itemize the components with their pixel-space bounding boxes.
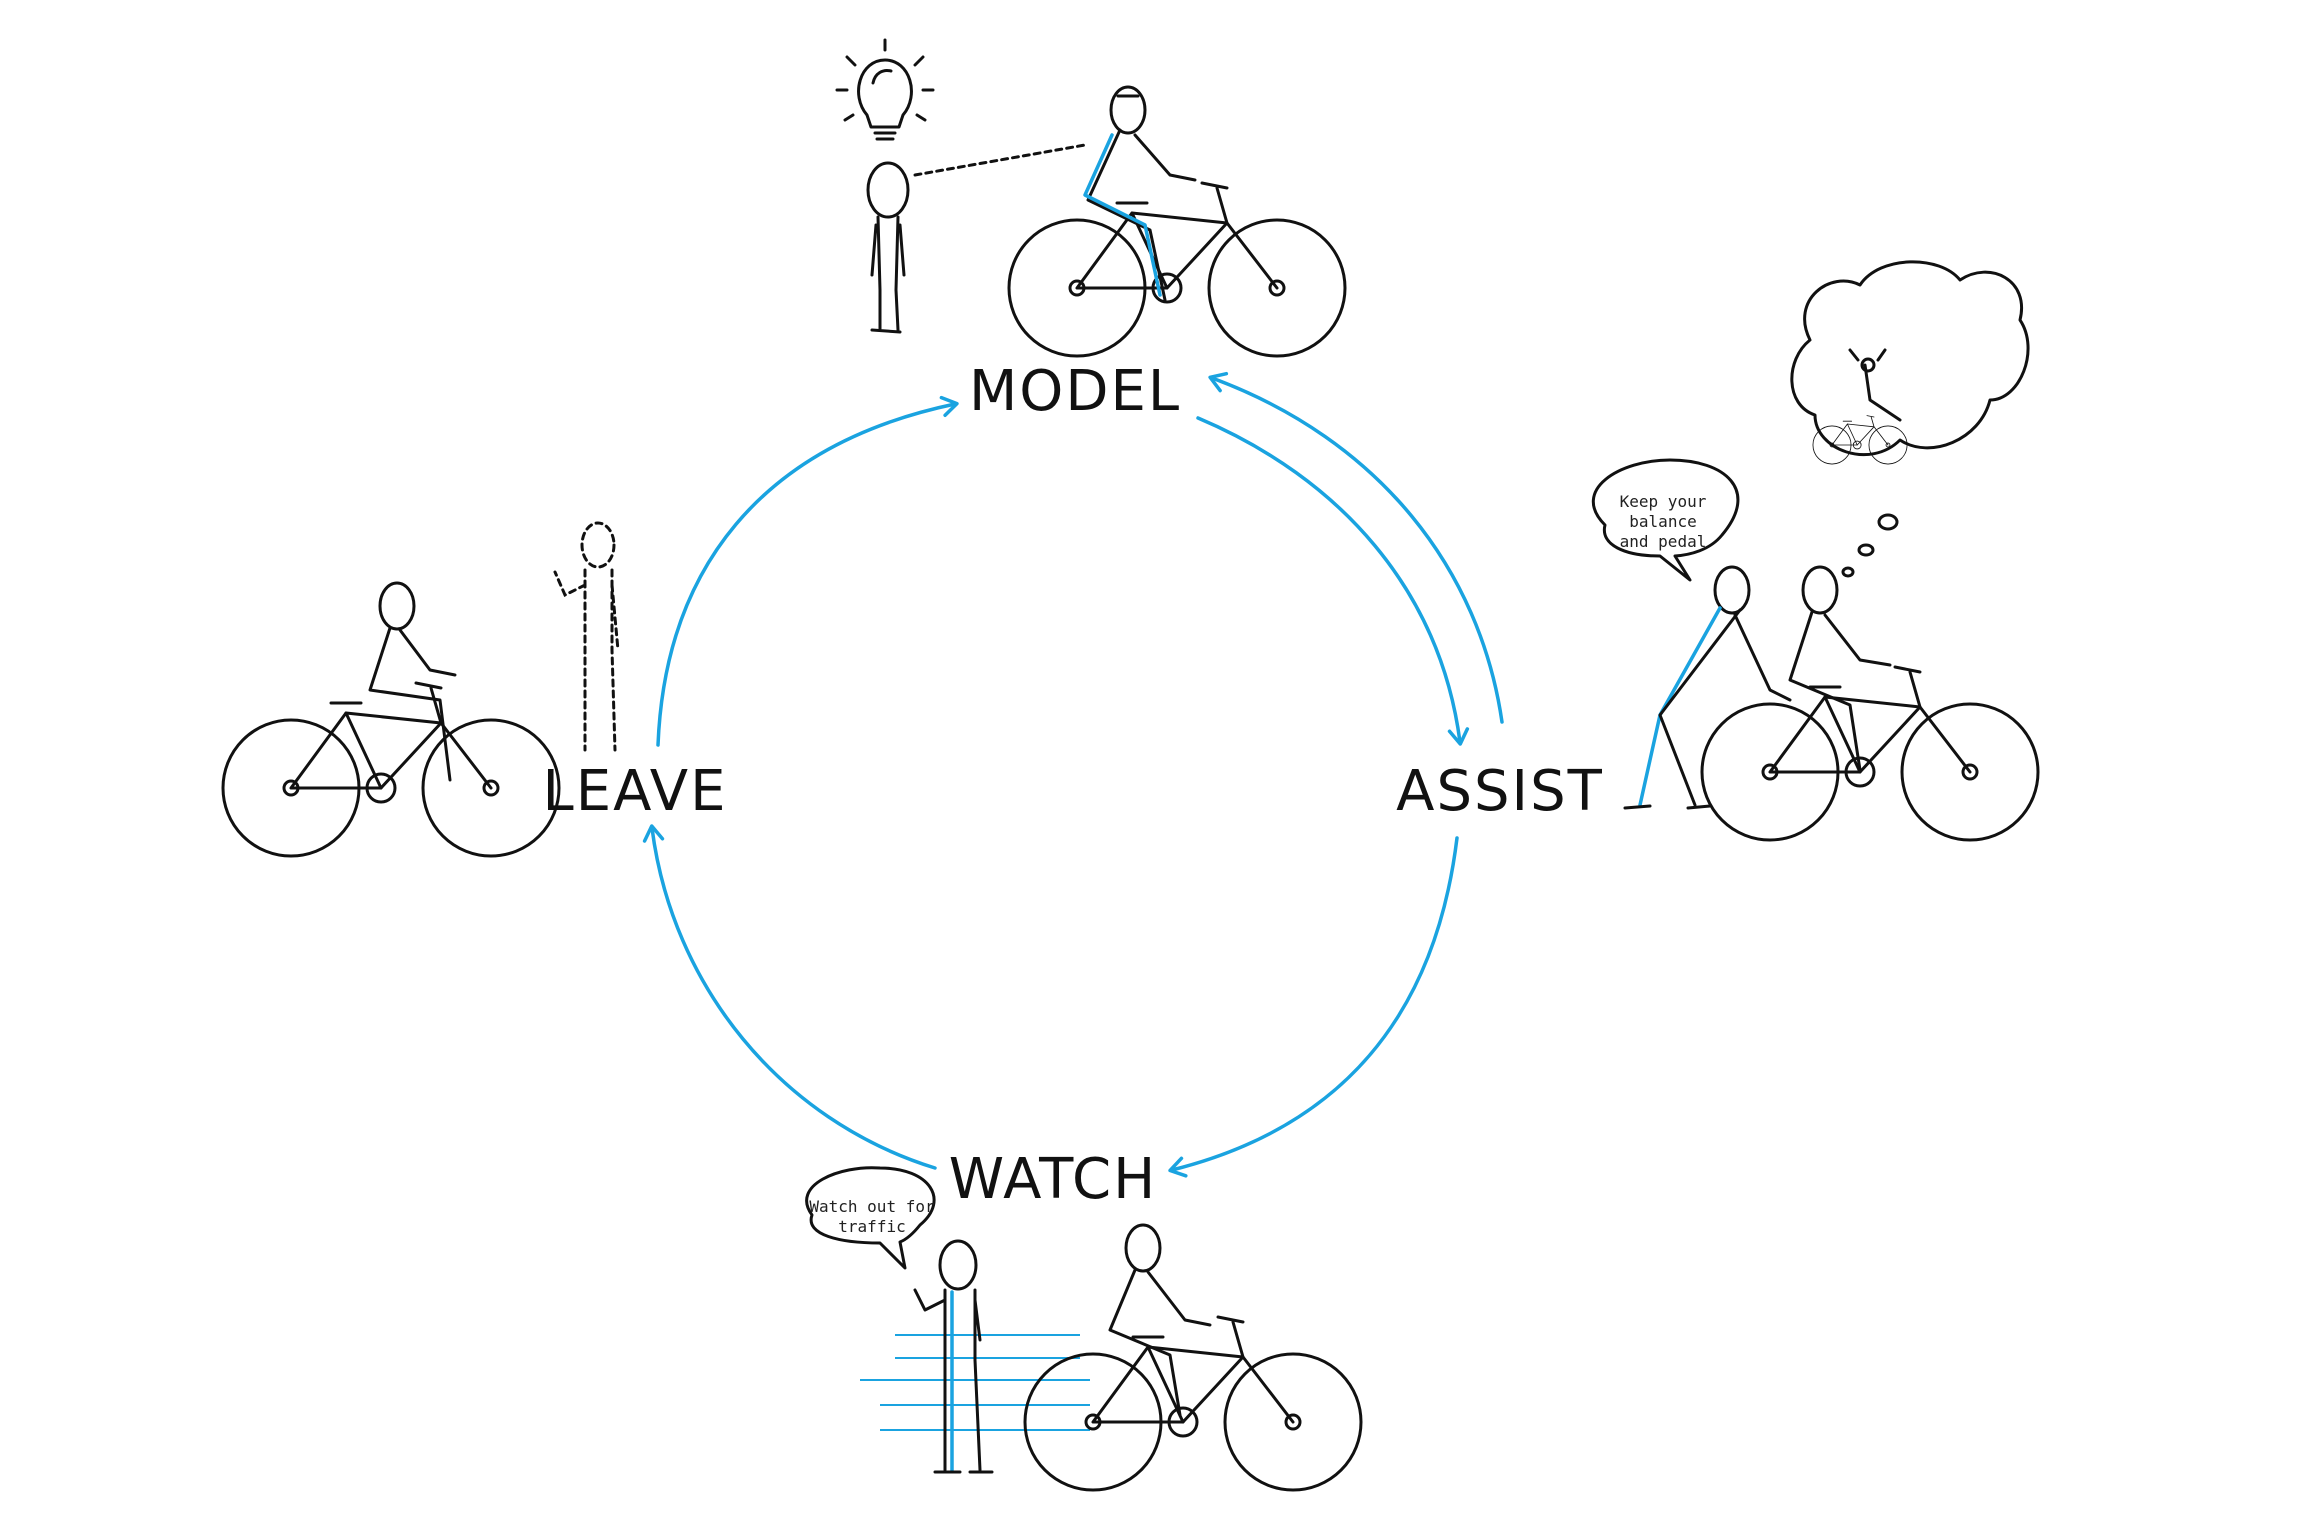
arrow-watch-to-leave	[642, 824, 937, 1170]
stage-label-model: MODEL	[969, 359, 1181, 424]
stage-label-leave: LEAVE	[543, 759, 728, 824]
arrow-leave-to-model	[656, 395, 959, 747]
assist-bubble-line3: and pedal	[1620, 532, 1707, 551]
watch-rider	[1108, 1223, 1212, 1417]
cycle-arrows	[642, 371, 1504, 1178]
assist-bubble-line2: balance	[1629, 512, 1696, 531]
assist-scene: Keep your balance and pedal	[1591, 260, 2040, 842]
leave-rider	[368, 581, 457, 782]
observation-line	[913, 143, 1087, 177]
assist-bubble-line1: Keep your	[1620, 492, 1707, 511]
stage-label-assist: ASSIST	[1396, 759, 1604, 824]
arrow-model-to-assist	[1196, 416, 1470, 746]
speech-bubble-icon: Watch out for traffic	[805, 1166, 936, 1270]
observer-figure	[866, 161, 910, 334]
model-scene	[835, 38, 1347, 358]
model-rider	[1083, 85, 1197, 302]
arrow-assist-to-watch	[1168, 836, 1459, 1178]
watch-bubble-line2: traffic	[838, 1217, 905, 1236]
speech-bubble-icon: Keep your balance and pedal	[1591, 458, 1740, 582]
lightbulb-icon	[835, 38, 935, 141]
leave-scene	[221, 521, 620, 858]
thought-rider	[1848, 348, 1902, 422]
watch-scene: Watch out for traffic	[805, 1166, 1363, 1492]
helper-figure	[1623, 565, 1792, 810]
arrow-assist-to-model	[1208, 371, 1504, 724]
bicycle-icon	[221, 681, 561, 858]
bicycle-icon	[1007, 181, 1347, 358]
watcher-figure	[913, 1239, 994, 1474]
thought-cloud-icon	[1790, 260, 2030, 457]
departing-helper-figure	[553, 521, 620, 752]
bicycle-icon	[1700, 665, 2040, 842]
assist-rider	[1788, 565, 1892, 772]
bicycle-icon	[1023, 1315, 1363, 1492]
stage-label-watch: WATCH	[949, 1147, 1157, 1212]
watch-bubble-line1: Watch out for	[809, 1197, 935, 1216]
